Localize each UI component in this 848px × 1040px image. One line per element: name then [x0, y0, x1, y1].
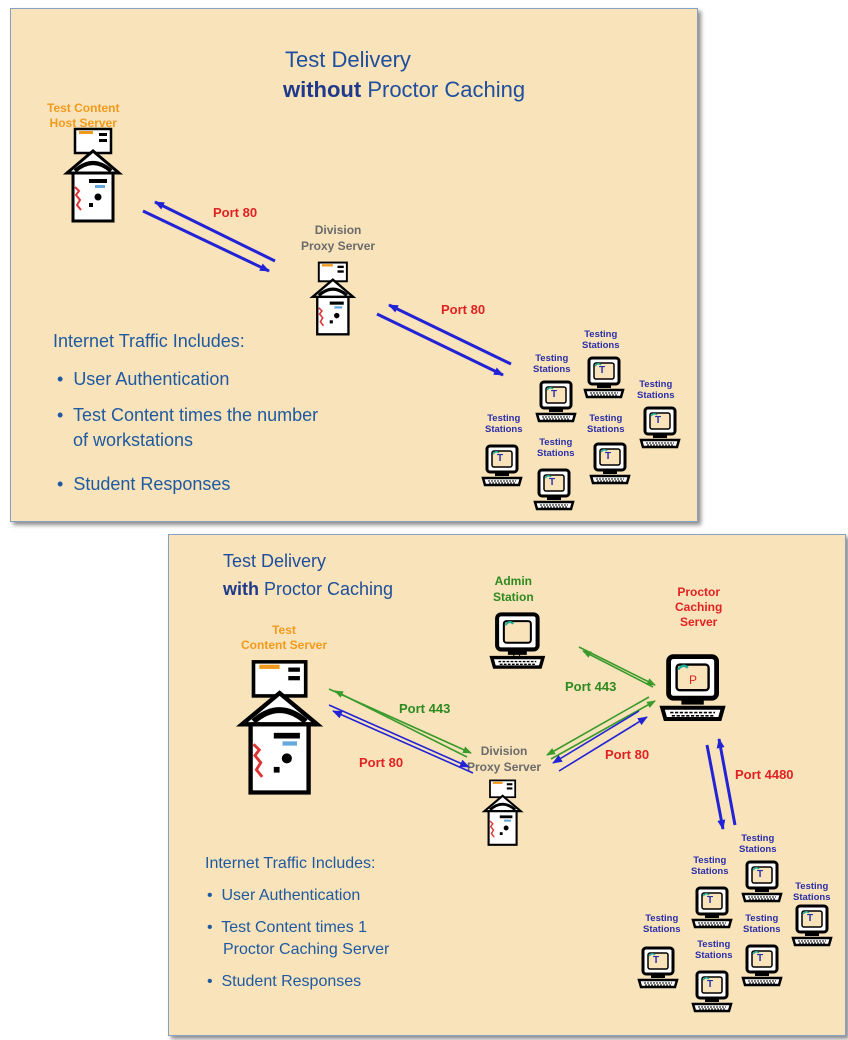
traffic-item: • Test Content times the number	[57, 405, 319, 425]
traffic-item: • Test Content times 1	[207, 919, 368, 936]
arrow-line	[705, 744, 726, 830]
screen-letter: T	[497, 453, 504, 464]
screen-letter: T	[757, 869, 764, 880]
arrow-line	[552, 710, 640, 764]
traffic-item: • Student Responses	[57, 474, 231, 494]
computer-icon	[691, 970, 733, 1013]
port-label: Port 80	[605, 747, 650, 762]
arrow-line	[716, 738, 737, 826]
computer-icon	[741, 860, 783, 903]
arrow-line	[582, 650, 654, 688]
computer-icon	[533, 468, 575, 511]
server-icon	[482, 779, 523, 847]
port-label: Port 443	[565, 679, 617, 694]
traffic-heading: Internet Traffic Includes:	[205, 855, 376, 872]
traffic-item-continued: of workstations	[73, 430, 194, 450]
computer-icon	[481, 444, 523, 487]
computer-icon	[691, 886, 733, 929]
screen-letter: T	[707, 979, 714, 990]
traffic-item: • User Authentication	[57, 369, 230, 389]
arrow-line	[142, 209, 270, 273]
arrow-line	[558, 716, 648, 772]
arrow-line	[578, 646, 656, 686]
server-icon	[242, 662, 317, 793]
computer-icon	[791, 904, 833, 947]
computer-icon	[589, 442, 631, 485]
arrow-line	[332, 710, 474, 774]
arrow-line	[546, 696, 650, 756]
port-label: Port 80	[441, 302, 486, 317]
screen-letter: T	[605, 451, 612, 462]
computer-icon	[639, 406, 681, 449]
screen-letter: T	[707, 895, 714, 906]
traffic-item-continued: Proctor Caching Server	[223, 941, 390, 958]
screen-letter: A	[513, 647, 521, 659]
server-icon	[310, 260, 355, 336]
traffic-heading: Internet Traffic Includes:	[53, 331, 245, 351]
arrow-line	[550, 700, 656, 760]
screen-letter: T	[653, 955, 660, 966]
screen-letter: T	[807, 913, 814, 924]
port-label: Port 443	[399, 701, 451, 716]
port-label: Port 80	[359, 755, 404, 770]
port-label: Port 4480	[735, 767, 794, 782]
screen-letter: T	[655, 415, 662, 426]
computer-icon	[492, 614, 543, 667]
computer-icon	[662, 657, 723, 719]
network-graphics	[169, 535, 833, 1013]
screen-letter: T	[757, 953, 764, 964]
traffic-item: • Student Responses	[207, 973, 362, 990]
screen-letter: P	[689, 673, 698, 687]
arrow-line	[376, 312, 504, 377]
panel-title-line1: Test Delivery	[223, 551, 327, 571]
panel-title-line2: with Proctor Caching	[223, 579, 394, 599]
screen-letter: T	[599, 365, 606, 376]
traffic-item: • User Authentication	[207, 887, 361, 904]
panel-title-line1: Test Delivery	[285, 47, 411, 72]
panel-title-line2: without Proctor Caching	[283, 77, 526, 102]
arrow-line	[334, 690, 468, 758]
computer-icon	[637, 946, 679, 989]
diagram-panel-without-caching: Test Delivery without Proctor Caching Te…	[10, 8, 698, 522]
screen-letter: T	[551, 389, 558, 400]
arrow-line	[328, 704, 470, 768]
computer-icon	[583, 356, 625, 399]
computer-icon	[535, 380, 577, 423]
network-graphics	[65, 127, 681, 511]
server-icon	[65, 127, 121, 223]
arrow-line	[388, 303, 512, 366]
computer-icon	[741, 944, 783, 987]
port-label: Port 80	[213, 205, 258, 220]
arrow-line	[154, 200, 276, 263]
screen-letter: T	[549, 477, 556, 488]
